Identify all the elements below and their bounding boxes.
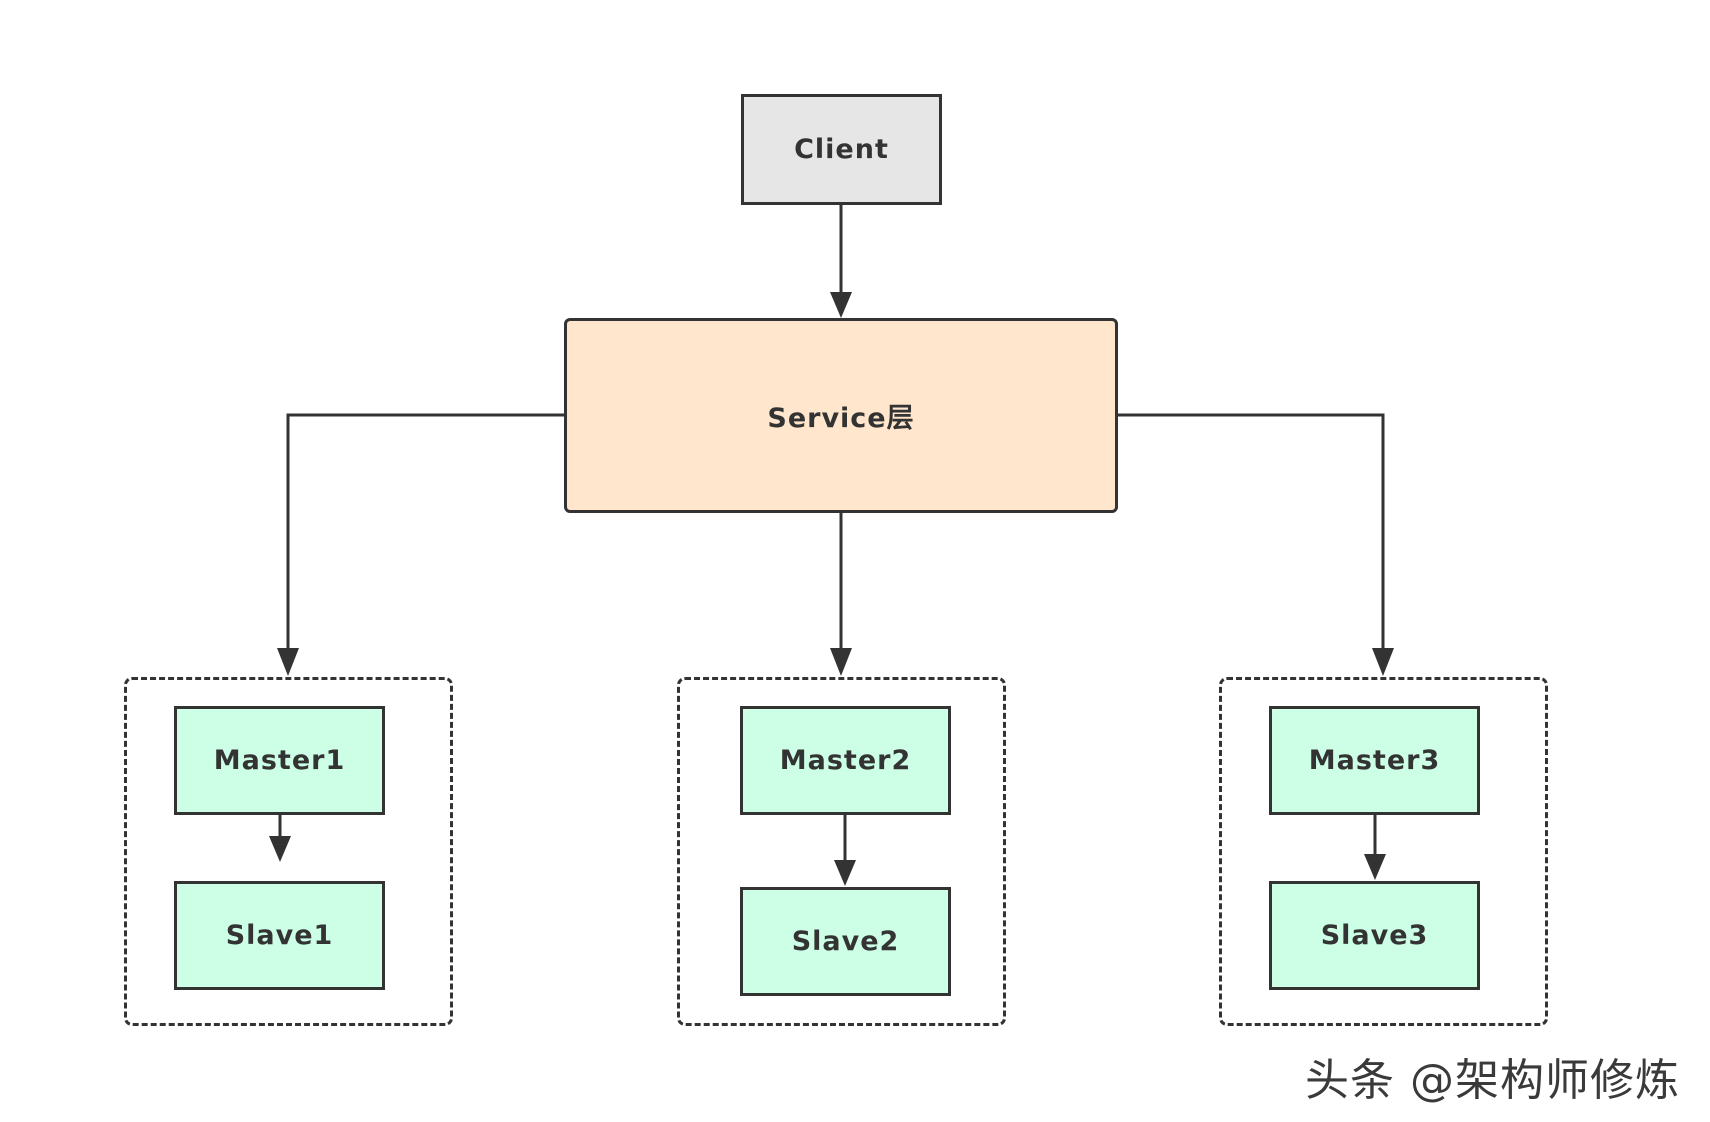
arrowhead-master2-to-slave2	[834, 860, 856, 886]
service-label: Service层	[767, 403, 915, 434]
master1-node: Master1	[174, 706, 385, 815]
arrowhead-service-to-group1	[277, 648, 299, 676]
arrowhead-master1-to-slave1	[269, 836, 291, 862]
client-node: Client	[741, 94, 942, 205]
master2-label: Master2	[779, 745, 912, 776]
slave3-label: Slave3	[1320, 920, 1429, 951]
master3-node: Master3	[1269, 706, 1480, 815]
arrowhead-service-to-group3	[1372, 648, 1394, 676]
master1-label: Master1	[213, 745, 346, 776]
arrow-service-to-group1	[286, 413, 564, 650]
slave1-label: Slave1	[225, 920, 334, 951]
arrowhead-service-to-group2	[830, 648, 852, 676]
arrowhead-master3-to-slave3	[1364, 854, 1386, 880]
slave2-label: Slave2	[791, 926, 900, 957]
slave2-node: Slave2	[740, 887, 951, 996]
watermark-text: 头条 @架构师修炼	[1305, 1055, 1680, 1106]
arrow-service-to-group3	[1118, 413, 1385, 650]
master2-node: Master2	[740, 706, 951, 815]
arrowhead-client-to-service	[830, 292, 852, 318]
shard-group-3	[1219, 677, 1548, 1026]
shard-group-1	[124, 677, 453, 1026]
master3-label: Master3	[1308, 745, 1441, 776]
slave3-node: Slave3	[1269, 881, 1480, 990]
service-layer-node: Service层	[564, 318, 1118, 513]
slave1-node: Slave1	[174, 881, 385, 990]
client-label: Client	[794, 134, 889, 165]
shard-group-2	[677, 677, 1006, 1026]
